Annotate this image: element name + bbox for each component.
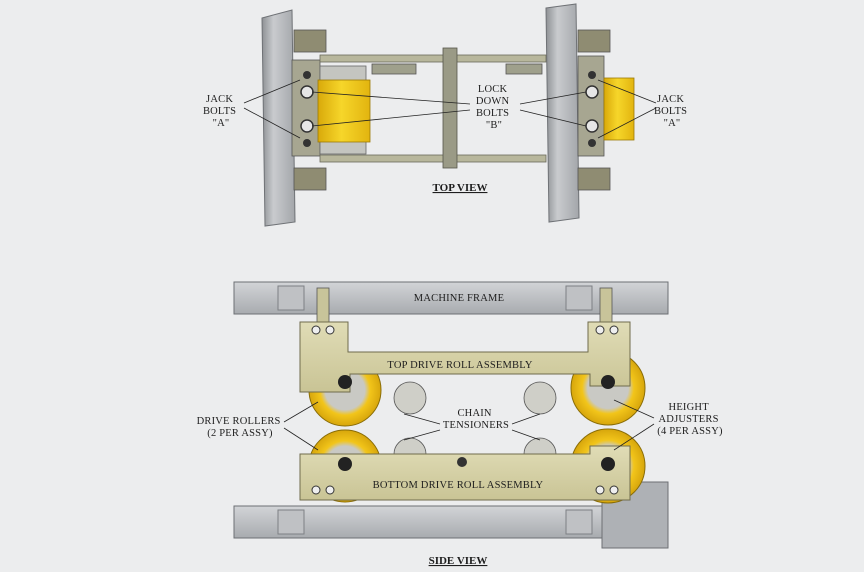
bolt bbox=[595, 325, 605, 335]
machine-frame bbox=[233, 281, 669, 315]
bolt bbox=[609, 325, 619, 335]
side-leader-lines bbox=[283, 399, 655, 451]
left-bearing-block-top bbox=[293, 29, 327, 53]
bottom-drive-roll-assembly bbox=[299, 445, 631, 501]
bolt bbox=[303, 71, 311, 79]
bolt bbox=[325, 485, 335, 495]
right-bearing-block-bottom bbox=[577, 167, 611, 191]
bolt bbox=[311, 485, 321, 495]
drive-rollers-label: DRIVE ROLLERS (2 PER ASSY) bbox=[197, 416, 284, 439]
roller-hub bbox=[338, 457, 352, 471]
left-frame-rail bbox=[261, 9, 296, 227]
roller-hub bbox=[601, 457, 615, 471]
chain-tensioners-label: CHAIN TENSIONERS bbox=[443, 408, 509, 431]
bolt bbox=[303, 139, 311, 147]
side-view: MACHINE FRAME TOP DRIVE ROLL ASSEMBLY BO… bbox=[197, 281, 723, 567]
tie-bar-top bbox=[319, 54, 547, 63]
sprocket bbox=[523, 381, 557, 415]
right-frame-rail bbox=[545, 3, 580, 223]
top-view-title: TOP VIEW bbox=[433, 182, 488, 194]
machine-frame-label: MACHINE FRAME bbox=[414, 293, 504, 304]
lock-down-bolts-label: LOCK DOWN BOLTS "B" bbox=[476, 84, 512, 131]
height-adjuster-post bbox=[316, 287, 330, 323]
bolt bbox=[585, 119, 599, 133]
left-bearing-block-bottom bbox=[293, 167, 327, 191]
bolt bbox=[300, 85, 314, 99]
jack-bolts-right-label: JACK BOLTS "A" bbox=[654, 94, 690, 129]
bottom-cutout-left bbox=[277, 509, 305, 535]
sprocket-right bbox=[505, 63, 543, 75]
bolt bbox=[595, 485, 605, 495]
bolt bbox=[588, 71, 596, 79]
sprocket-left bbox=[371, 63, 417, 75]
top-drive-roll-assembly bbox=[299, 321, 631, 393]
bolt bbox=[609, 485, 619, 495]
right-yellow-roller bbox=[603, 77, 635, 141]
tie-bar-bottom bbox=[319, 154, 547, 163]
leader-lines bbox=[243, 79, 657, 139]
height-adjusters-label: HEIGHT ADJUSTERS (4 PER ASSY) bbox=[657, 402, 723, 437]
bolt bbox=[588, 139, 596, 147]
left-yellow-roller bbox=[317, 79, 371, 143]
bottom-cutout-right bbox=[565, 509, 593, 535]
bolt bbox=[585, 85, 599, 99]
bottom-drive-roll-assembly-label: BOTTOM DRIVE ROLL ASSEMBLY bbox=[373, 480, 544, 491]
roller-hub bbox=[601, 375, 615, 389]
bolt bbox=[300, 119, 314, 133]
sprocket bbox=[393, 381, 427, 415]
jack-bolts-left-label: JACK BOLTS "A" bbox=[203, 94, 239, 129]
height-adjuster-post bbox=[599, 287, 613, 323]
frame-cutout-right bbox=[565, 285, 593, 311]
frame-cutout-left bbox=[277, 285, 305, 311]
top-view: JACK BOLTS "A" LOCK DOWN BOLTS "B" JACK … bbox=[203, 3, 690, 227]
roller-hub bbox=[338, 375, 352, 389]
center-cross-bar bbox=[442, 47, 458, 169]
bolt bbox=[311, 325, 321, 335]
bolt bbox=[325, 325, 335, 335]
center-bolt bbox=[457, 457, 467, 467]
top-drive-roll-assembly-label: TOP DRIVE ROLL ASSEMBLY bbox=[387, 360, 532, 371]
right-bearing-block-top bbox=[577, 29, 611, 53]
side-view-title: SIDE VIEW bbox=[429, 555, 488, 567]
